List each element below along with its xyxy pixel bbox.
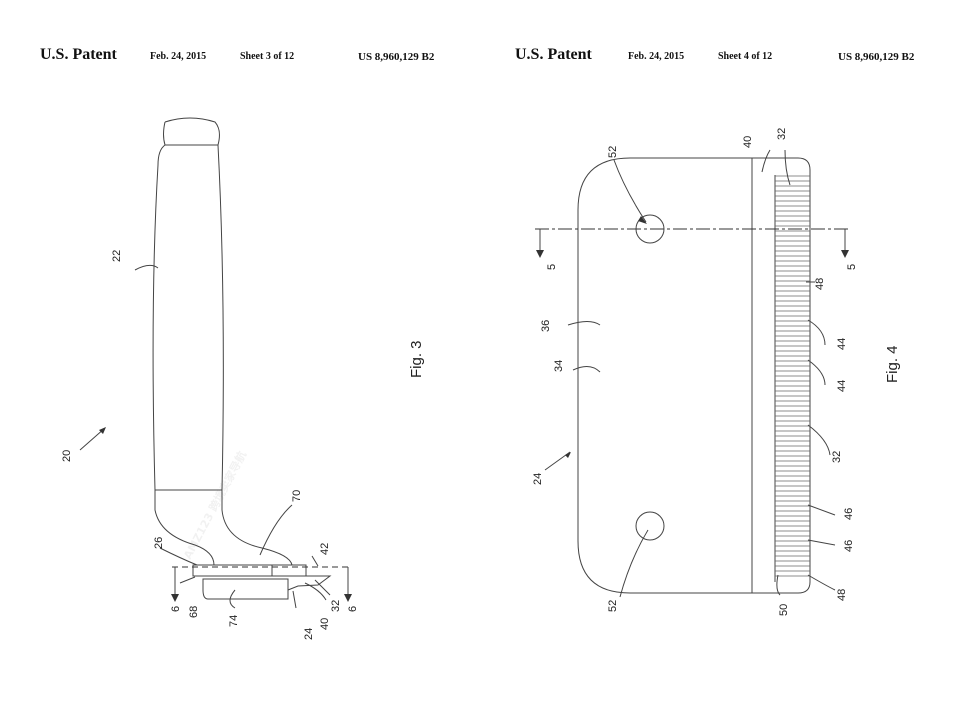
patent-date-right: Feb. 24, 2015 [628,51,685,62]
ref-label: 22 [111,250,123,262]
patent-number-left: US 8,960,129 B2 [358,51,435,63]
ref-label: 20 [61,450,73,462]
fig4-reference-labels: 52 40 32 5 5 48 36 34 44 44 24 32 46 46 … [532,128,901,616]
ref-label: 32 [776,128,788,140]
patent-number-right: US 8,960,129 B2 [838,51,915,63]
ref-label: 32 [831,451,843,463]
fig3-reference-labels: 20 22 26 70 42 6 6 68 74 24 40 32 Fig. 3 [61,250,425,640]
ref-label: 44 [836,380,848,392]
ref-label: 32 [330,600,342,612]
ref-label: 36 [540,320,552,332]
patent-date-left: Feb. 24, 2015 [150,51,207,62]
ref-label: 26 [153,537,165,549]
ref-label: 52 [607,600,619,612]
ref-label: 46 [843,540,855,552]
patent-title-left: U.S. Patent [40,46,117,63]
section-label: 6 [347,606,359,612]
ref-label: 74 [228,615,240,627]
ref-label: 40 [742,136,754,148]
watermark: AMZ123 跨境卖家导航 [180,449,249,562]
ref-label: 44 [836,338,848,350]
ref-label: 50 [778,604,790,616]
section-label: 5 [546,264,558,270]
section-label: 5 [846,264,858,270]
figure-label: Fig. 3 [408,340,425,378]
ref-label: 70 [291,490,303,502]
ref-label: 48 [814,278,826,290]
ref-label: 68 [188,606,200,618]
fig3-drawing [79,117,352,609]
sheet-number-right: Sheet 4 of 12 [718,51,773,62]
fig4-drawing [535,149,850,598]
ref-label: 48 [836,589,848,601]
ref-label: 52 [607,146,619,158]
ref-label: 46 [843,508,855,520]
ref-label: 24 [532,473,544,485]
section-label: 6 [170,606,182,612]
ref-label: 40 [319,618,331,630]
patent-title-right: U.S. Patent [515,46,592,63]
ref-label: 24 [303,628,315,640]
figure-label: Fig. 4 [884,345,901,383]
ref-label: 34 [553,360,565,372]
sheet-number-left: Sheet 3 of 12 [240,51,295,62]
ref-label: 42 [319,543,331,555]
